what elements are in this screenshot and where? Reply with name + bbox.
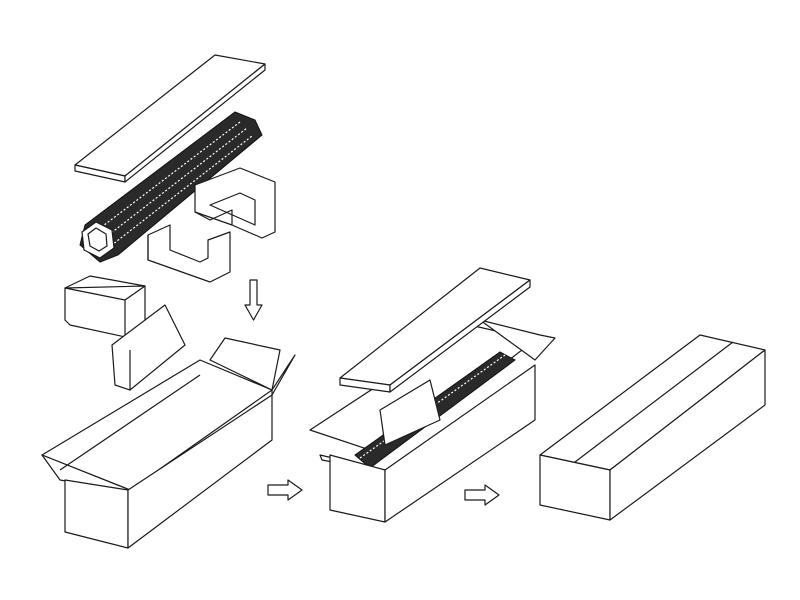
arrow-right-icon [464, 484, 500, 506]
foam-insert-middle [147, 224, 231, 283]
light-fixture [79, 111, 263, 263]
top-cover-board [74, 54, 266, 183]
foam-insert-left [64, 275, 146, 339]
closed-box [539, 334, 766, 521]
foam-insert-right [194, 167, 276, 239]
cover-board-step2 [339, 267, 531, 393]
open-box-empty [41, 337, 296, 549]
arrow-down-icon [244, 279, 263, 321]
arrow-right-icon [267, 479, 303, 501]
divider-panel [111, 304, 186, 391]
